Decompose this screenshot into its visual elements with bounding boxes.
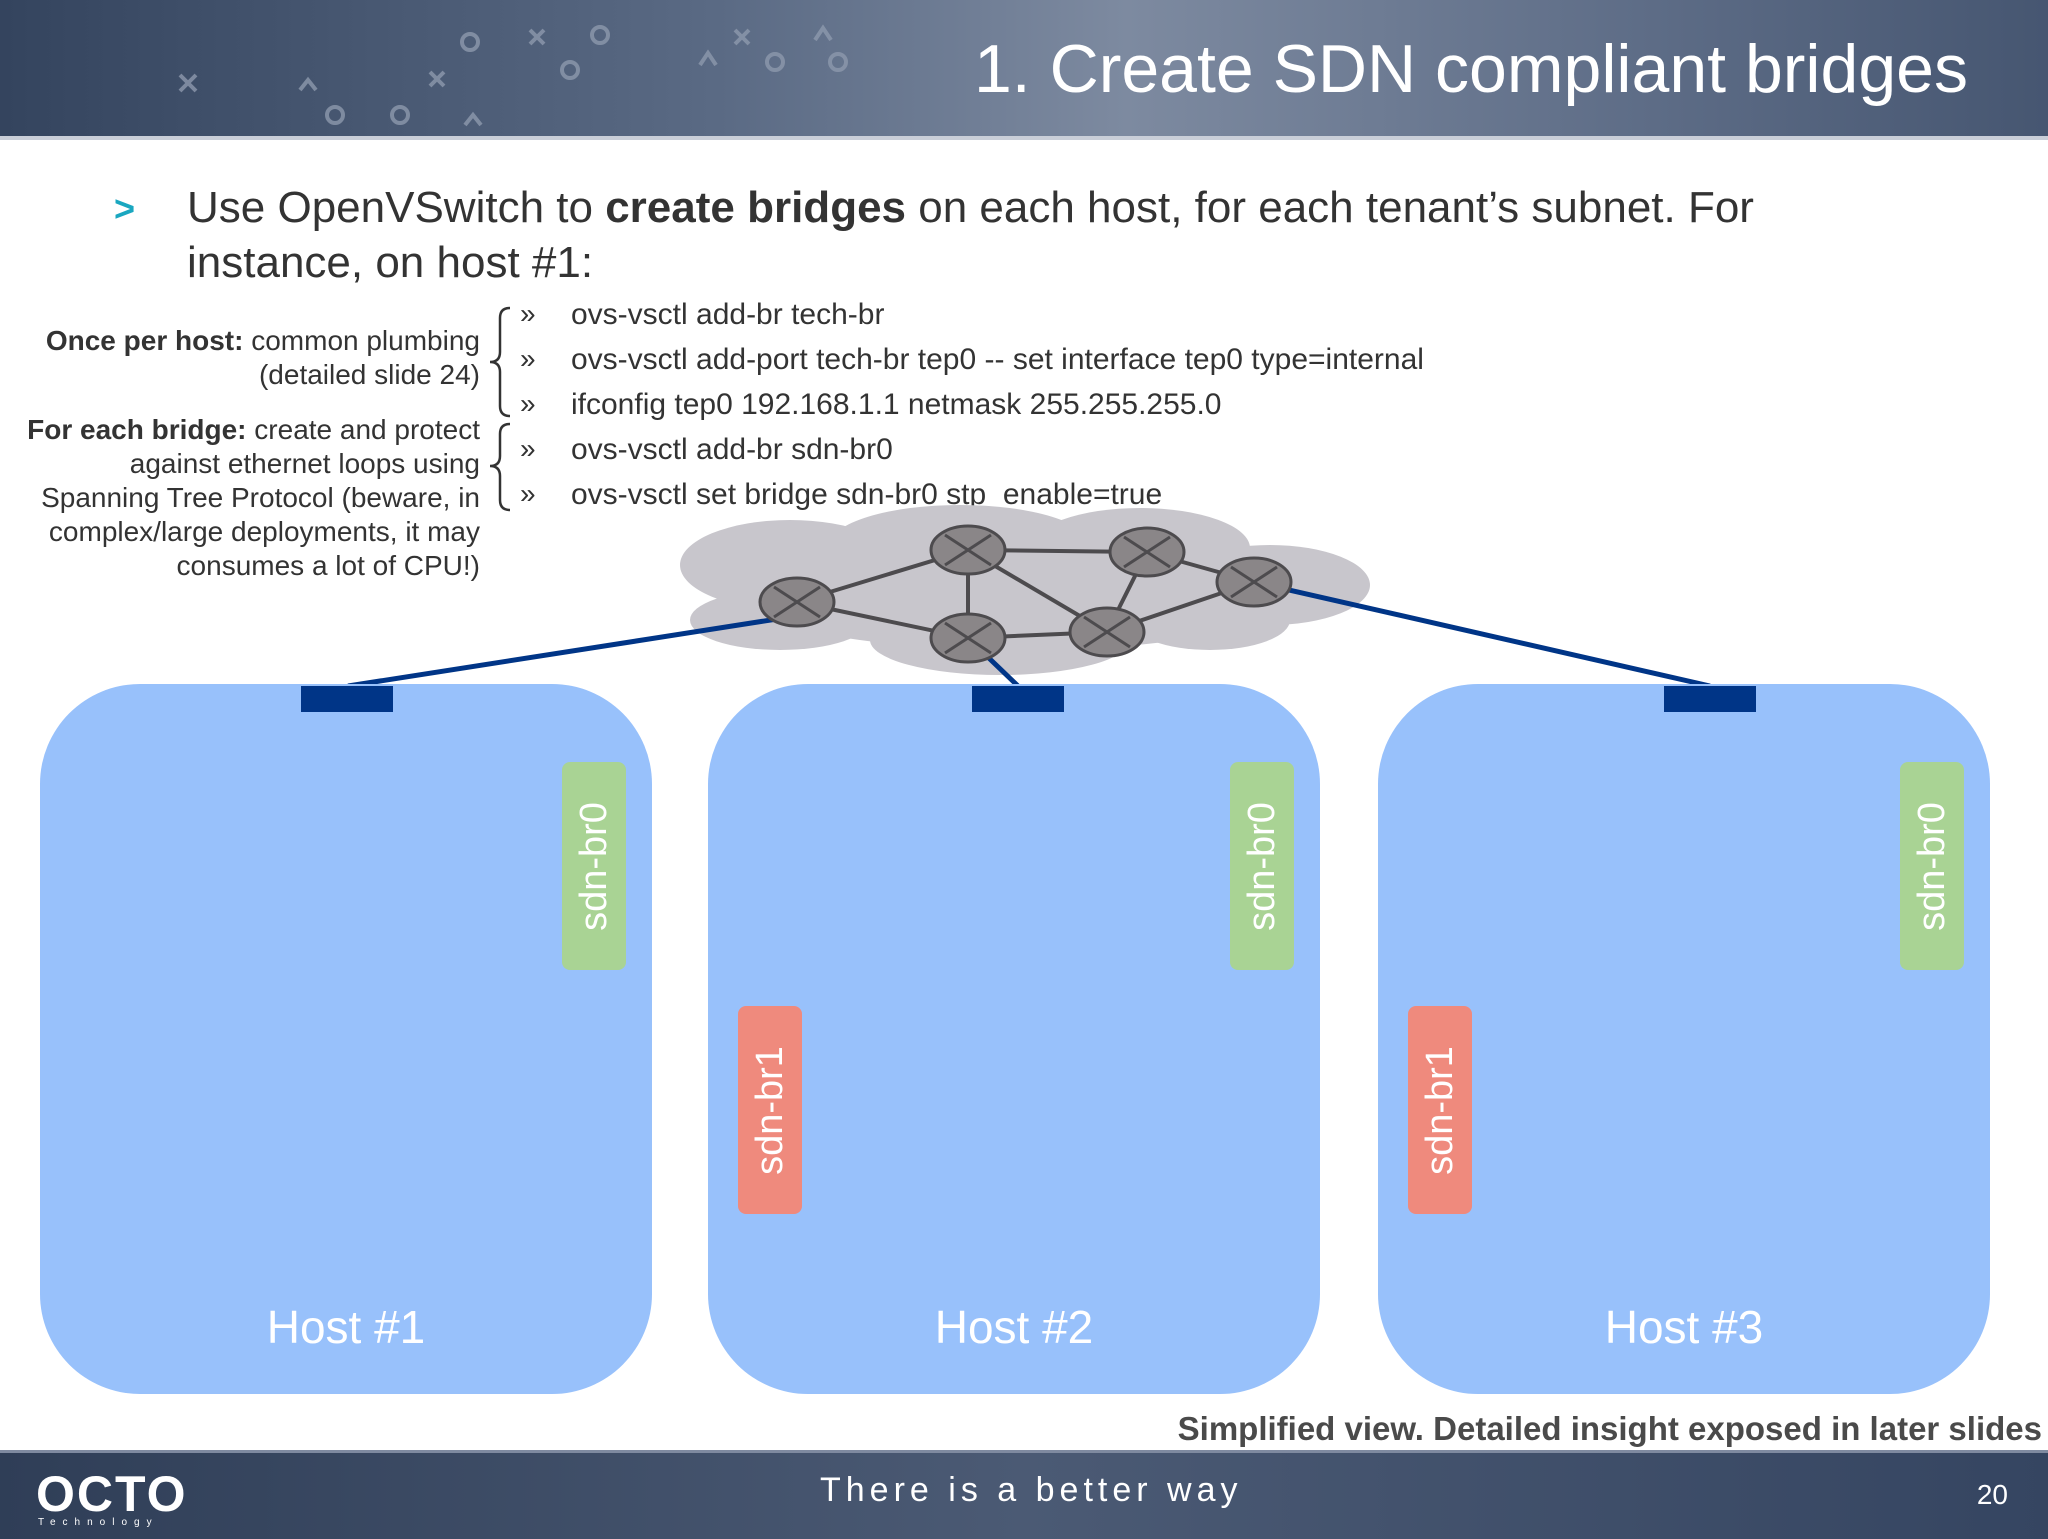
command-bullet: » bbox=[520, 298, 536, 329]
octo-logo: OCTO bbox=[36, 1466, 188, 1522]
bridge-label: sdn-br1 bbox=[1418, 1045, 1461, 1175]
annotation-once-label: Once per host: bbox=[45, 325, 244, 356]
brace-icons bbox=[489, 306, 511, 512]
router-icons bbox=[758, 524, 1293, 664]
bridge-label: sdn-br0 bbox=[572, 801, 615, 931]
router-icon bbox=[1108, 526, 1186, 578]
command-line: ovs-vsctl set bridge sdn-br0 stp_enable=… bbox=[571, 478, 1163, 511]
bridge-label: sdn-br0 bbox=[1240, 801, 1283, 931]
command-line: ovs-vsctl add-br tech-br bbox=[571, 298, 885, 331]
command-bullet: » bbox=[520, 478, 536, 509]
page-number: 20 bbox=[1976, 1479, 2008, 1510]
bullet-text-end: on each host, for each tenant’s subnet. … bbox=[187, 183, 1754, 287]
command-bullet: » bbox=[520, 433, 536, 464]
footer-tagline: There is a better way bbox=[820, 1471, 1243, 1509]
command-bullet: » bbox=[520, 388, 536, 419]
host-port bbox=[972, 686, 1064, 712]
slide-header: 1. Create SDN compliant bridges bbox=[0, 0, 2048, 138]
footnote: Simplified view. Detailed insight expose… bbox=[1177, 1410, 2042, 1447]
host-label: Host #2 bbox=[934, 1301, 1094, 1353]
command-line: ovs-vsctl add-port tech-br tep0 -- set i… bbox=[571, 343, 1424, 376]
annotation-each-text: create and protect against ethernet loop… bbox=[41, 414, 480, 581]
router-icon bbox=[929, 524, 1007, 576]
router-icon bbox=[929, 612, 1007, 664]
command-line: ovs-vsctl add-br sdn-br0 bbox=[571, 433, 893, 466]
router-icon bbox=[758, 576, 836, 628]
annotation-each-bridge: For each bridge: create and protect agai… bbox=[10, 413, 480, 583]
bridge-sdn-br1: sdn-br1 bbox=[738, 1006, 802, 1214]
bullet-text-bold: create bridges bbox=[605, 183, 907, 232]
host-2: Host #2 bbox=[708, 684, 1320, 1394]
decorative-symbols bbox=[178, 24, 848, 127]
header-divider bbox=[0, 136, 2048, 140]
host-port bbox=[301, 686, 393, 712]
host-label: Host #3 bbox=[1604, 1301, 1764, 1353]
bridge-label: sdn-br1 bbox=[748, 1045, 791, 1175]
bridge-sdn-br0: sdn-br0 bbox=[562, 762, 626, 970]
host-label: Host #1 bbox=[266, 1301, 426, 1353]
router-icon bbox=[1068, 606, 1146, 658]
slide-footer: OCTO Technology There is a better way 20 bbox=[0, 1450, 2048, 1539]
annotation-each-label: For each bridge: bbox=[27, 414, 247, 445]
command-line: ifconfig tep0 192.168.1.1 netmask 255.25… bbox=[571, 388, 1222, 421]
bridge-sdn-br1: sdn-br1 bbox=[1408, 1006, 1472, 1214]
router-icon bbox=[1215, 556, 1293, 608]
host-port bbox=[1664, 686, 1756, 712]
host-1: Host #1 bbox=[40, 684, 652, 1394]
brace-each-icon bbox=[489, 422, 511, 512]
annotation-once-per-host: Once per host: common plumbing (detailed… bbox=[10, 324, 480, 392]
annotation-once-text: common plumbing (detailed slide 24) bbox=[243, 325, 480, 390]
slide-title: 1. Create SDN compliant bridges bbox=[973, 31, 1968, 107]
bridge-label: sdn-br0 bbox=[1910, 801, 1953, 931]
bridge-sdn-br0: sdn-br0 bbox=[1230, 762, 1294, 970]
host-3: Host #3 bbox=[1378, 684, 1990, 1394]
command-bullet: » bbox=[520, 343, 536, 374]
octo-logo-subtitle: Technology bbox=[38, 1517, 159, 1528]
main-bullet: Use OpenVSwitch to create bridges on eac… bbox=[187, 180, 1887, 290]
bullet-text-start: Use OpenVSwitch to bbox=[187, 183, 606, 232]
bullet-chevron-icon: > bbox=[114, 188, 136, 229]
brace-once-icon bbox=[489, 306, 511, 418]
bridge-sdn-br0: sdn-br0 bbox=[1900, 762, 1964, 970]
